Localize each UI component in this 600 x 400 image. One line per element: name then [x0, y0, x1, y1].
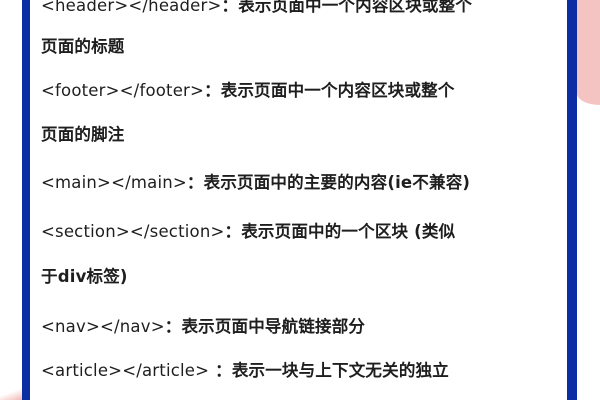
description: 页面的标题	[41, 37, 125, 56]
description: 于div标签)	[41, 267, 128, 286]
description: 表示页面中一个内容区块或整个	[220, 81, 455, 100]
decorative-pink-shape	[577, 0, 600, 105]
text-line-section-cont: 于div标签)	[41, 263, 128, 287]
text-line-article: <article></article> ：表示一块与上下文无关的独立	[41, 357, 449, 381]
html-tag: <nav></nav>	[41, 317, 165, 336]
content-card	[22, 0, 577, 400]
text-line-nav: <nav></nav>：表示页面中导航链接部分	[41, 313, 365, 337]
separator: ：	[221, 0, 239, 15]
text-line-section: <section></section>：表示页面中的一个区块 (类似	[41, 218, 455, 242]
html-tag: <main></main>	[41, 173, 187, 192]
text-line-main: <main></main>：表示页面中的主要的内容(ie不兼容)	[41, 169, 470, 193]
text-line-footer-cont: 页面的脚注	[41, 121, 125, 145]
html-tag: <header></header>	[41, 0, 222, 15]
text-line-header-cont: 页面的标题	[41, 33, 125, 57]
decorative-pink-corner	[0, 388, 22, 400]
description: 表示页面中的主要的内容(ie不兼容)	[203, 173, 471, 192]
description: 表示页面中一个内容区块或整个	[238, 0, 473, 15]
separator: ：	[204, 81, 221, 100]
separator: ：	[224, 222, 242, 241]
html-tag: <article></article>	[41, 361, 210, 380]
separator: ：	[209, 361, 232, 380]
html-tag: <footer></footer>	[41, 81, 205, 100]
description: 页面的脚注	[41, 125, 125, 144]
html-tag: <section></section>	[41, 222, 225, 241]
description: 表示页面中导航链接部分	[181, 317, 366, 336]
description: 表示一块与上下文无关的独立	[231, 361, 449, 380]
description: 表示页面中的一个区块 (类似	[241, 222, 456, 241]
text-line-header: <header></header>：表示页面中一个内容区块或整个	[41, 0, 472, 16]
text-line-footer: <footer></footer>：表示页面中一个内容区块或整个	[41, 77, 455, 101]
separator: ：	[186, 173, 204, 192]
separator: ：	[164, 317, 182, 336]
